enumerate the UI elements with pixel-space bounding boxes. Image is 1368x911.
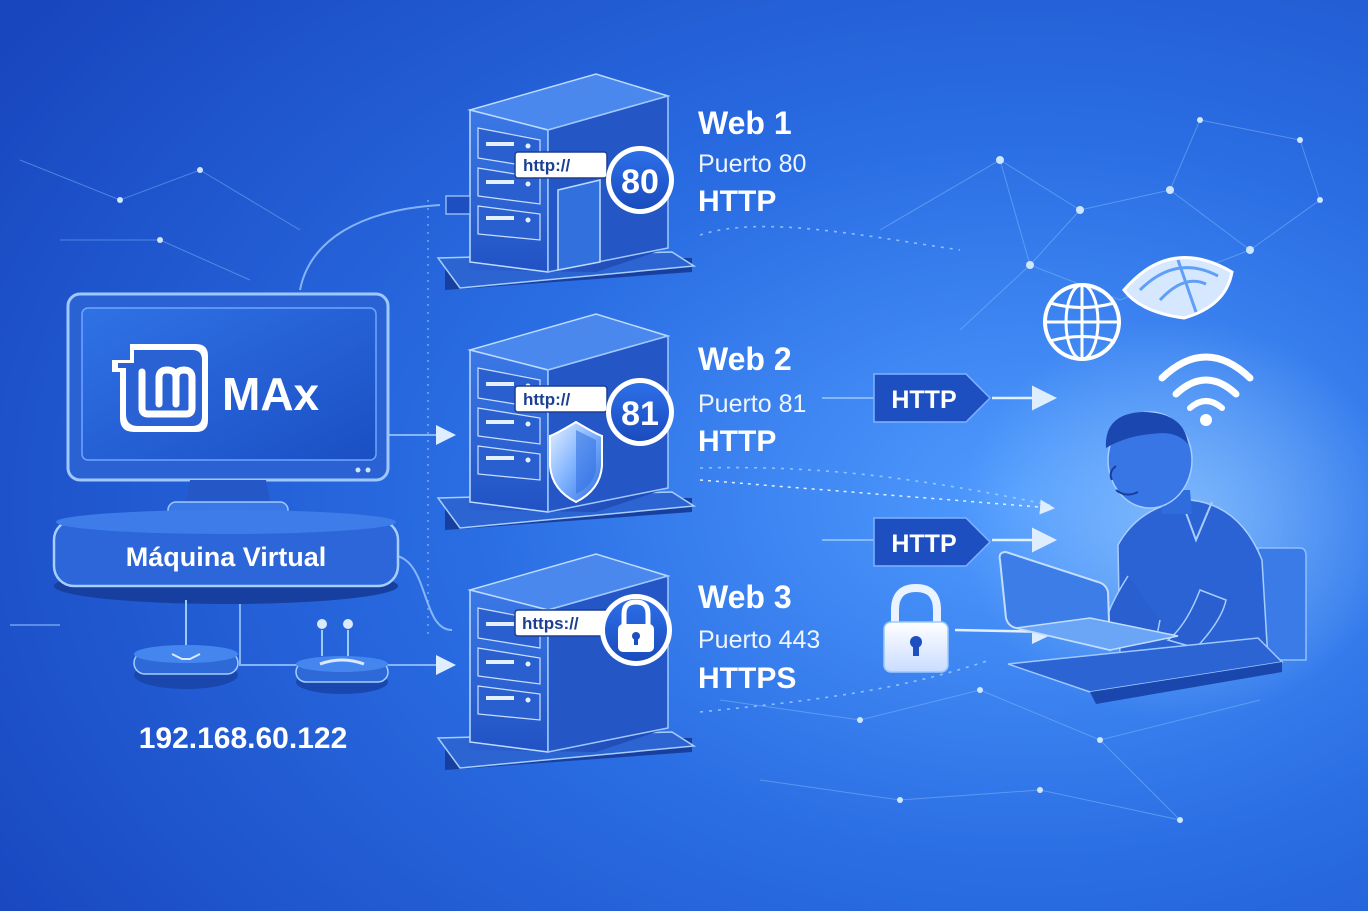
wifi-icon (1158, 353, 1254, 426)
server-port-web-1: Puerto 80 (698, 150, 806, 178)
linux-mint-logo (112, 344, 208, 432)
server-protocol-web-2: HTTP (698, 425, 776, 458)
https-dashed-arrow (699, 479, 1055, 515)
url-tag-web-1: http:// (523, 156, 570, 175)
virtual-machine: MAx Máquina Virtual (52, 292, 400, 604)
port-badge-web-1: 80 (621, 163, 659, 201)
server-title-web-2: Web 2 (698, 341, 792, 377)
server-web-3: https:// (436, 553, 697, 770)
network-switch-icon (133, 600, 239, 689)
http-arrow-label-2: HTTP (822, 517, 1057, 567)
satellite-dish-icon (1122, 256, 1234, 320)
url-tag-web-3: https:// (522, 614, 579, 633)
server-title-web-1: Web 1 (698, 105, 792, 141)
server-title-web-3: Web 3 (698, 579, 792, 615)
user-at-laptop-icon (998, 411, 1307, 704)
svg-text:HTTP: HTTP (891, 530, 956, 558)
http-arrow-label-1: HTTP (822, 373, 1057, 423)
vm-label: Máquina Virtual (126, 542, 327, 572)
lock-icon (600, 594, 672, 666)
vm-ip-address: 192.168.60.122 (139, 722, 348, 755)
server-protocol-web-1: HTTP (698, 185, 776, 218)
router-icon (295, 619, 389, 694)
server-port-web-2: Puerto 81 (698, 390, 806, 418)
client-lock-icon (883, 583, 949, 673)
vm-brand: MAx (222, 368, 320, 420)
server-port-web-3: Puerto 443 (698, 626, 820, 654)
port-badge-web-2: 81 (621, 395, 659, 433)
server-client-connectors (699, 225, 1051, 713)
shield-icon (549, 420, 603, 504)
server-protocol-web-3: HTTPS (698, 662, 796, 695)
server-web-1: http:// 80 (436, 73, 697, 290)
network-nodes (117, 117, 1323, 823)
server-web-2: http:// 81 (436, 313, 697, 530)
url-tag-web-2: http:// (523, 390, 570, 409)
svg-text:HTTP: HTTP (891, 386, 956, 414)
globe-icon (1043, 283, 1121, 361)
